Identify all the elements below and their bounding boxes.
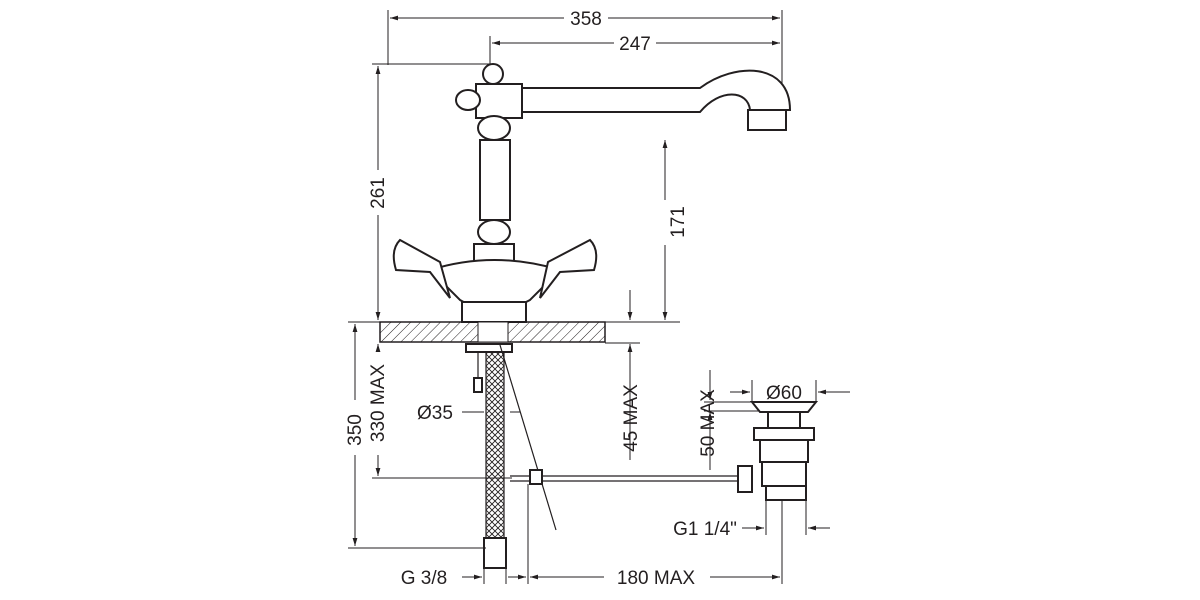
dimension-350: 350: [345, 321, 486, 549]
dimension-45-max: 45 MAX: [605, 290, 642, 460]
dimension-50-max: 50 MAX: [698, 370, 760, 470]
dimension-60: Ø60: [730, 380, 850, 404]
dimension-label: 45 MAX: [621, 384, 642, 452]
dimension-label: G 3/8: [401, 568, 447, 589]
dimension-label: 50 MAX: [698, 389, 719, 457]
dimension-hose-thread: G 3/8: [401, 568, 507, 589]
dimension-261: 261: [368, 63, 490, 320]
dimension-label: 171: [668, 206, 689, 238]
dimension-label: 247: [619, 34, 651, 55]
dimension-171: 171: [605, 140, 689, 323]
dimension-358: 358: [387, 9, 783, 112]
dimension-label: 330 MAX: [368, 364, 389, 442]
dimension-label: 261: [368, 177, 389, 209]
dimension-247: 247: [489, 34, 780, 68]
dimension-waste-thread: G1 1/4": [673, 500, 830, 540]
dimension-label: Ø60: [766, 383, 802, 404]
dimension-label: 180 MAX: [617, 568, 695, 589]
dimension-330-max: 330 MAX: [368, 344, 512, 479]
dimension-35: Ø35: [417, 403, 520, 424]
faucet-body: [392, 63, 792, 323]
pop-up-waste: [737, 401, 819, 501]
dimension-label: Ø35: [417, 403, 453, 424]
dimension-label: 358: [570, 9, 602, 30]
flexible-hose: [465, 343, 513, 569]
mounting-hole: [477, 321, 509, 343]
dimension-label: G1 1/4": [673, 519, 737, 540]
dimension-180-max: 180 MAX: [508, 484, 783, 589]
popup-rod: [499, 344, 742, 531]
dimension-label: 350: [345, 414, 366, 446]
